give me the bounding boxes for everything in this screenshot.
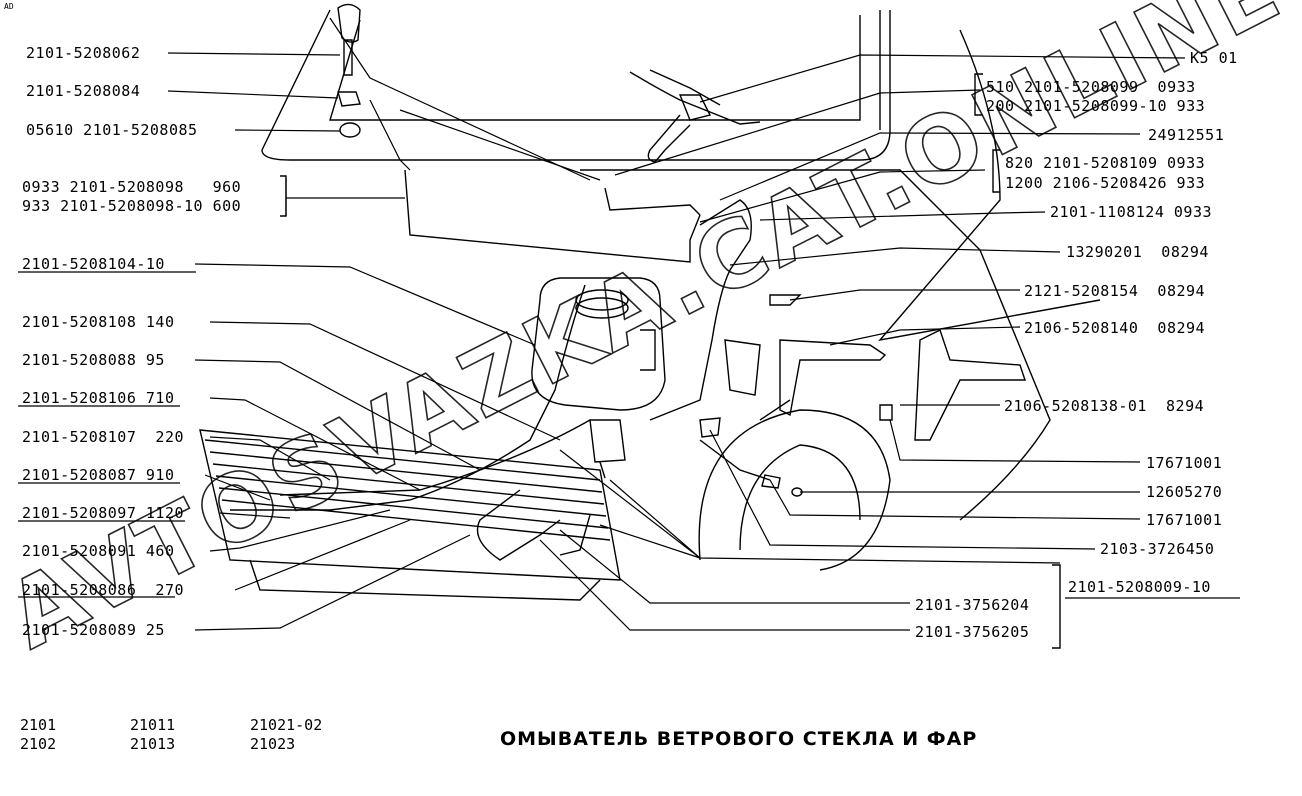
label-right-2a: 510 2101-5208099 0933 [986, 78, 1196, 96]
corner-mark: AD [4, 2, 14, 11]
hose-4 [230, 284, 586, 511]
wheel-arch-inner [739, 444, 861, 551]
label-right-10: 17671001 [1146, 454, 1223, 472]
group-brackets [280, 73, 1061, 649]
screw [761, 404, 893, 489]
label-left-7: 2101-5208088 95 [22, 351, 165, 369]
label-right-12: 17671001 [1146, 511, 1223, 529]
washer-pump [589, 419, 626, 479]
label-right-3: 24912551 [1148, 126, 1225, 144]
leader-lines [167, 17, 1186, 631]
label-right-7: 2121-5208154 08294 [1024, 282, 1206, 300]
bracket-left [779, 339, 887, 417]
wheel-arch [698, 409, 891, 571]
front-grille [199, 429, 621, 601]
hose-2 [604, 187, 701, 216]
models-col-2: 21011 21013 [130, 716, 175, 754]
label-right-9: 2106-5208138-01 8294 [1004, 397, 1205, 415]
model-code: 21013 [130, 735, 176, 753]
hose-7 [559, 514, 591, 556]
label-left-11: 2101-5208097 1120 [22, 504, 185, 522]
jet-washer-ring [339, 122, 361, 138]
hood-edge [580, 169, 1051, 521]
label-right-5: 2101-1108124 0933 [1050, 203, 1213, 221]
hose-main [404, 169, 701, 263]
hose-5 [279, 419, 591, 496]
model-code: 2102 [20, 735, 57, 753]
label-right-6: 13290201 08294 [1066, 243, 1209, 261]
model-code: 21011 [130, 716, 176, 734]
label-right-13: 2103-3726450 [1100, 540, 1215, 558]
label-left-3: 05610 2101-5208085 [26, 121, 198, 139]
underlines [18, 271, 1240, 599]
motor-bracket [699, 417, 721, 438]
clip [724, 294, 802, 396]
label-left-13: 2101-5208086 270 [22, 581, 185, 599]
label-left-14: 2101-5208089 25 [22, 621, 165, 639]
label-left-2: 2101-5208084 [26, 82, 141, 100]
hose-3 [649, 199, 752, 421]
label-right-8: 2106-5208140 08294 [1024, 319, 1206, 337]
label-left-6: 2101-5208108 140 [22, 313, 175, 331]
windshield-glass [329, 15, 861, 121]
label-left-4b: 933 2101-5208098-10 600 [22, 197, 242, 215]
models-col-1: 2101 2102 [20, 716, 56, 754]
model-code: 21021-02 [250, 716, 323, 734]
label-right-16: 2101-3756205 [915, 623, 1030, 641]
windshield-frame [261, 9, 891, 161]
label-right-4a: 820 2101-5208109 0933 [1005, 154, 1206, 172]
jet-nut [337, 91, 361, 107]
windshield-jet [337, 3, 361, 76]
washer-reservoir [531, 277, 666, 411]
label-right-11: 12605270 [1146, 483, 1223, 501]
label-left-5: 2101-5208104-10 [22, 255, 165, 273]
label-left-9: 2101-5208107 220 [22, 428, 185, 446]
models-col-3: 21021-02 21023 [250, 716, 322, 754]
diagram-title: ОМЫВАТЕЛЬ ВЕТРОВОГО СТЕКЛА И ФАР [500, 728, 978, 750]
label-right-2b: 200 2101-5208099-10 933 [986, 97, 1206, 115]
label-right-14: 2101-5208009-10 [1068, 578, 1211, 596]
label-right-15: 2101-3756204 [915, 596, 1030, 614]
column-switch [629, 69, 761, 163]
model-code: 21023 [250, 735, 296, 753]
label-left-10: 2101-5208087 910 [22, 466, 175, 484]
hose-6 [476, 489, 561, 561]
label-left-1: 2101-5208062 [26, 44, 141, 62]
dash [699, 399, 791, 481]
bracket-right [914, 329, 1026, 441]
label-right-4b: 1200 2106-5208426 933 [1005, 174, 1206, 192]
model-code: 2101 [20, 716, 57, 734]
label-right-1: K5 01 [1190, 49, 1238, 67]
label-left-8: 2101-5208106 710 [22, 389, 175, 407]
label-left-12: 2101-5208091 460 [22, 542, 175, 560]
label-left-4a: 0933 2101-5208098 960 [22, 178, 242, 196]
